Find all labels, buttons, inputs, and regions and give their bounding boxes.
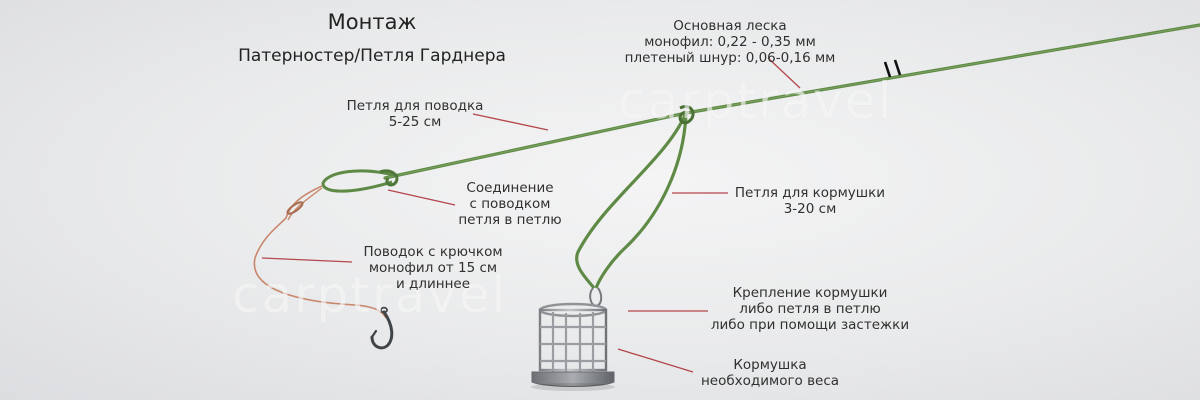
label-leader-loop-2: 5-25 см <box>388 114 442 130</box>
label-hook-leader-3: и длиннее <box>395 276 471 292</box>
hook-icon <box>370 306 394 350</box>
feeder-attachment <box>589 287 603 308</box>
pointer-feeder <box>617 348 694 373</box>
label-hook-leader-2: монофил от 15 см <box>368 260 498 276</box>
label-main-line-2: монофил: 0,22 - 0,35 мм <box>644 34 816 50</box>
label-feeder-2: необходимого веса <box>700 373 840 389</box>
pointer-hook-leader <box>261 257 353 263</box>
label-feeder-loop-1: Петля для кормушки <box>734 185 886 201</box>
pointer-main-line <box>767 57 801 89</box>
label-main-line-1: Основная леска <box>673 18 787 34</box>
label-feeder-loop: Петля для кормушки 3-20 см <box>720 185 900 217</box>
pointer-leader-loop <box>472 113 549 131</box>
label-feeder-1: Кормушка <box>733 357 807 373</box>
label-feeder-attach-1: Крепление кормушки <box>732 285 888 301</box>
label-feeder-attach-2: либо петля в петлю <box>739 301 881 317</box>
diagram-title: Монтаж <box>327 10 417 34</box>
label-loop-connection: Соединение с поводком петля в петлю <box>440 180 580 228</box>
label-loop-connection-3: петля в петлю <box>458 212 562 228</box>
label-leader-loop-1: Петля для поводка <box>346 98 484 114</box>
label-feeder-attach-3: либо при помощи застежки <box>710 317 910 333</box>
watermark-top: carptravel <box>618 72 894 130</box>
label-feeder: Кормушка необходимого веса <box>690 357 850 389</box>
label-hook-leader: Поводок с крючком монофил от 15 см и дли… <box>338 244 528 292</box>
hook-leader <box>253 185 387 319</box>
label-loop-connection-1: Соединение <box>466 180 554 196</box>
pointer-loop-connection <box>387 189 456 206</box>
diagram-subtitle: Патерностер/Петля Гарднера <box>238 46 506 66</box>
label-feeder-attach: Крепление кормушки либо петля в петлю ли… <box>700 285 920 333</box>
label-hook-leader-1: Поводок с крючком <box>363 244 503 260</box>
label-main-line: Основная леска монофил: 0,22 - 0,35 мм п… <box>610 18 850 66</box>
label-leader-loop: Петля для поводка 5-25 см <box>320 98 510 130</box>
label-main-line-3: плетеный шнур: 0,06-0,16 мм <box>624 50 836 66</box>
label-feeder-loop-2: 3-20 см <box>783 201 837 217</box>
feeder-loop <box>575 105 695 289</box>
feeder-cage-icon <box>531 302 615 391</box>
leader-loop <box>321 169 399 193</box>
pointer-lines <box>261 57 801 373</box>
line-break-marks <box>883 59 902 78</box>
watermark-bottom: carptravel <box>232 266 508 324</box>
label-loop-connection-2: с поводком <box>469 196 551 212</box>
